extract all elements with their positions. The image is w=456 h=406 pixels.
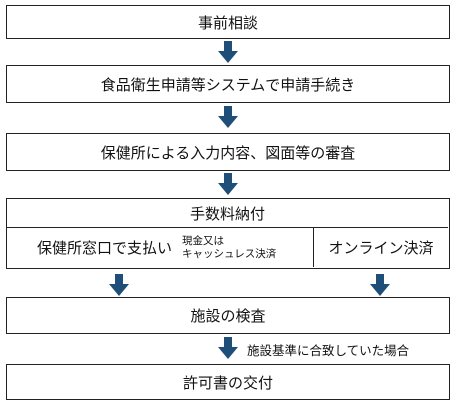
payment-option-online-label: オンライン決済 (328, 239, 434, 257)
condition-note: 施設基準に合致していた場合 (247, 343, 410, 358)
arrow-down-icon (218, 337, 238, 359)
step-permit-issuance-label: 許可書の交付 (182, 373, 273, 392)
payment-option-counter: 保健所窓口で支払い 現金又は キャッシュレス決済 (7, 228, 314, 267)
step-facility-inspection-label: 施設の検査 (190, 307, 266, 325)
step-permit-issuance: 許可書の交付 (6, 364, 450, 400)
arrow-down-icon (218, 41, 238, 63)
payment-option-counter-note: 現金又は キャッシュレス決済 (182, 235, 276, 261)
payment-option-online: オンライン決済 (314, 228, 448, 267)
arrow-down-icon (109, 274, 129, 296)
step-prior-consultation-label: 事前相談 (197, 13, 258, 32)
step-review: 保健所による入力内容、図面等の審査 (6, 133, 450, 171)
arrow-down-icon (218, 106, 238, 128)
step-review-label: 保健所による入力内容、図面等の審査 (100, 143, 356, 162)
note-line-2: キャッシュレス決済 (182, 247, 277, 260)
step-fee-payment: 手数料納付 保健所窓口で支払い 現金又は キャッシュレス決済 オンライン決済 (6, 198, 450, 269)
fee-payment-title: 手数料納付 (7, 199, 448, 228)
step-prior-consultation: 事前相談 (6, 5, 450, 39)
fee-payment-title-label: 手数料納付 (189, 204, 265, 223)
step-online-application-label: 食品衛生申請等システムで申請手続き (100, 75, 356, 94)
note-line-1: 現金又は (182, 234, 225, 247)
arrow-down-icon (218, 173, 238, 195)
step-online-application: 食品衛生申請等システムで申請手続き (6, 65, 450, 103)
arrow-down-icon (370, 274, 390, 296)
payment-option-counter-label: 保健所窓口で支払い (37, 239, 173, 257)
step-facility-inspection: 施設の検査 (6, 297, 450, 334)
